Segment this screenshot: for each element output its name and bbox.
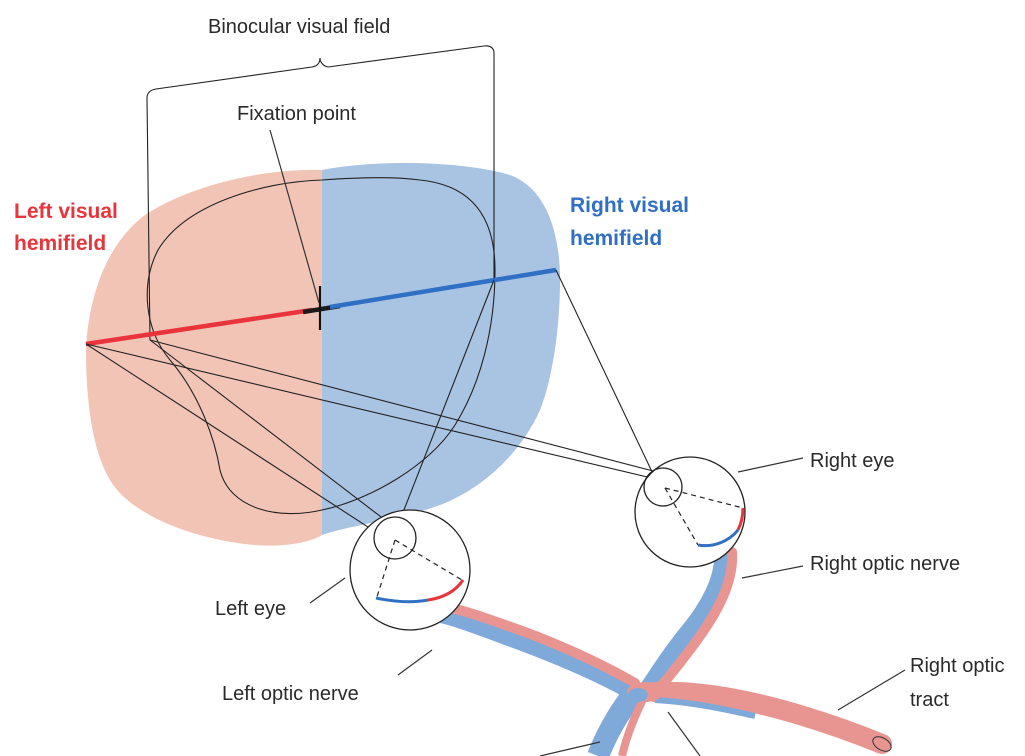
left-hemifield-label-line1: Left visual [14, 200, 118, 223]
right-hemifield-label-line2: hemifield [570, 227, 662, 250]
left-eye-leader [310, 578, 345, 603]
left-hemifield-label-line2: hemifield [14, 232, 106, 255]
optic-pathways [418, 552, 894, 756]
right-hemifield-label-line1: Right visual [570, 194, 689, 217]
left-eye-label: Left eye [215, 598, 286, 620]
left-hemifield-region [86, 170, 322, 546]
right-eye-leader [738, 458, 803, 472]
left-optic-nerve-label: Left optic nerve [222, 683, 359, 705]
right-optic-tract-leader [838, 670, 905, 710]
chiasm-leader-right [668, 712, 700, 756]
right-eye-label: Right eye [810, 450, 895, 472]
left-optic-nerve-leader [398, 650, 432, 675]
right-hemifield-region [322, 163, 560, 535]
binocular-field-label: Binocular visual field [208, 16, 390, 38]
right-optic-nerve-leader [742, 566, 803, 578]
right-optic-nerve-label: Right optic nerve [810, 553, 960, 575]
right-optic-tract-label-line1: Right optic [910, 655, 1005, 677]
fixation-point-label: Fixation point [237, 103, 356, 125]
projection-line [556, 270, 655, 478]
right-optic-tract-label-line2: tract [910, 689, 949, 711]
left-eye [350, 510, 470, 630]
right-eye [635, 457, 745, 567]
